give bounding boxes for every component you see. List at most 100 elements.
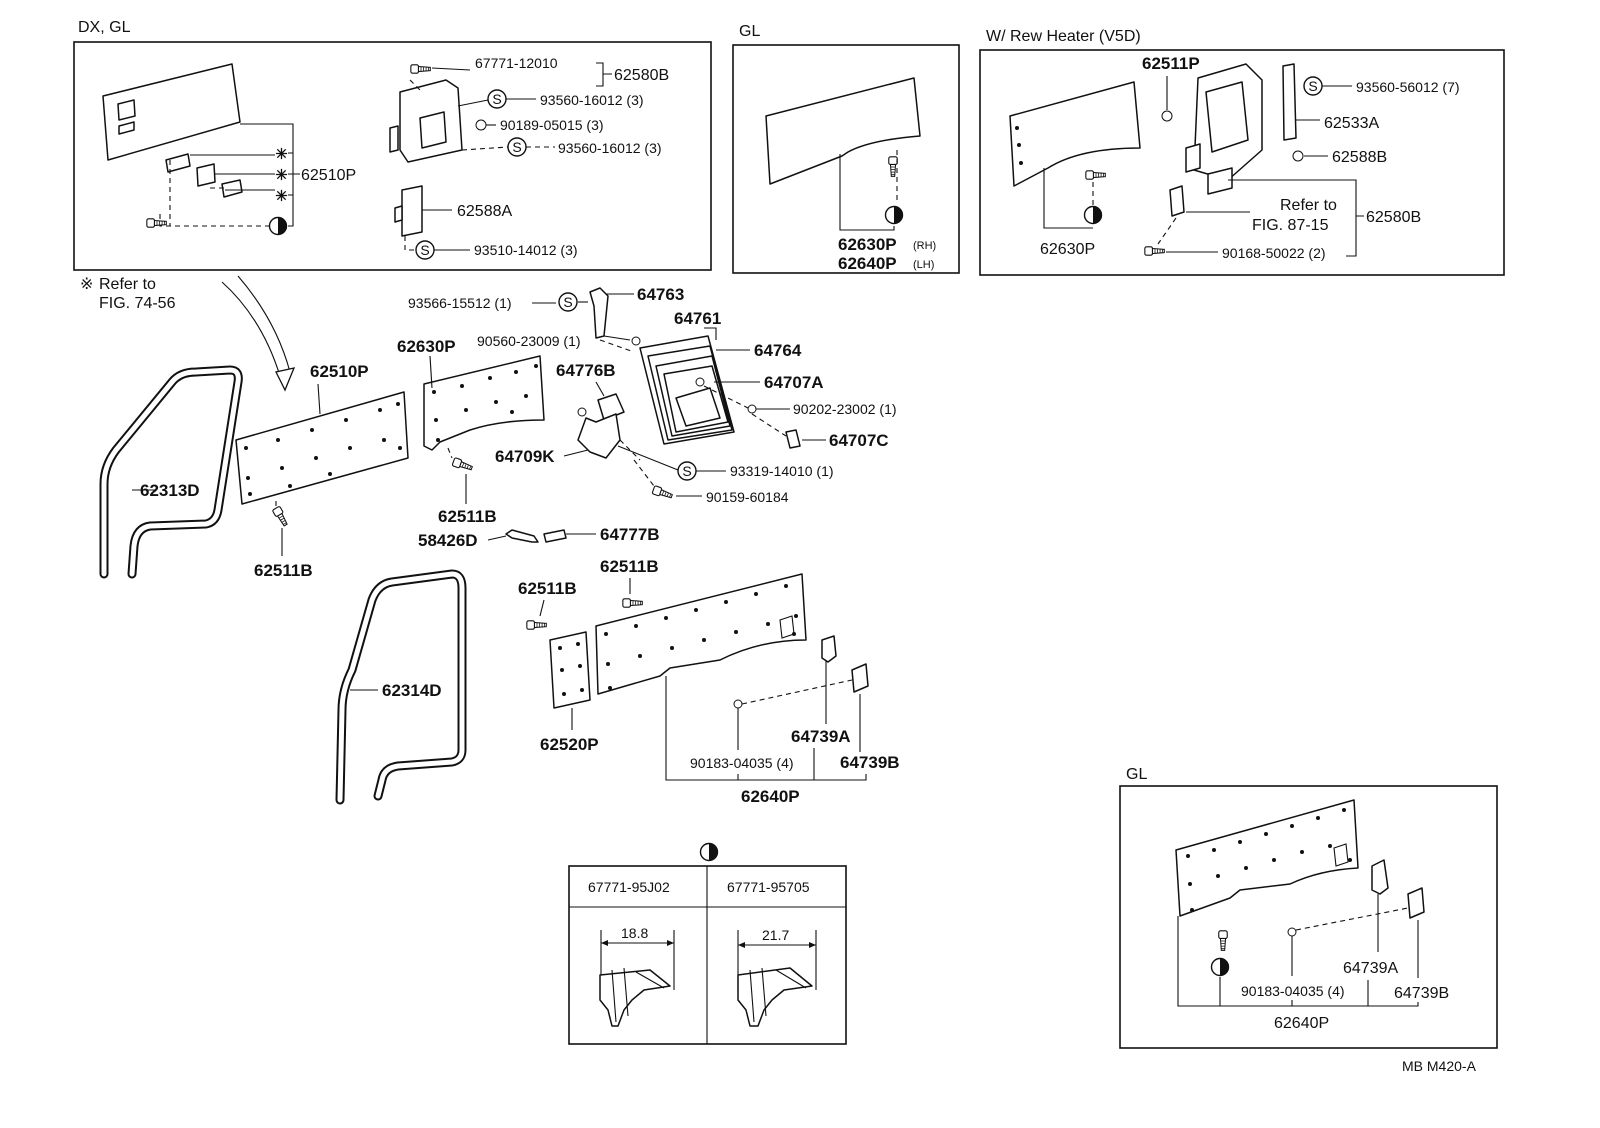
dx-bracket-screw-label: 93510-14012 (3) [474, 242, 578, 258]
gl-bottom-nut-icon [1287, 927, 1297, 937]
s-mark-main-2: S [682, 463, 691, 479]
table-col2-dim: 21.7 [762, 927, 789, 943]
gl-rh-label: 62630P [838, 235, 897, 254]
nut-c-icon [733, 699, 743, 709]
trim-board-62630p [423, 355, 545, 451]
bracket-62580b [596, 62, 612, 87]
gl-screw-icon [888, 156, 898, 177]
washer-icon [747, 404, 757, 414]
gl-bottom-opening [1333, 843, 1349, 867]
insert-3 [221, 179, 243, 198]
rew-side-bracket [1282, 63, 1297, 141]
board-62510p-holes [244, 402, 402, 496]
asterisk-icon-1 [275, 147, 288, 160]
rew-panel-label: 62511P [1142, 54, 1200, 73]
gl-top-frame [732, 44, 960, 274]
trim-board-shape [102, 63, 241, 161]
gl-hook-64739a-shape [1371, 859, 1389, 895]
board-62630p-holes [432, 364, 538, 442]
trim-board-62510p [235, 391, 409, 505]
note-arrow-head [275, 367, 296, 392]
bracket-tab [394, 205, 403, 223]
clip-d-label: 62511B [600, 557, 659, 576]
leader-62510p [317, 383, 321, 415]
rod-end-label: 64777B [600, 525, 660, 544]
control-window [419, 111, 447, 149]
cover-label: 64763 [637, 285, 684, 304]
rew-refer-line2: FIG. 87-15 [1252, 217, 1329, 234]
gl-nut-label: 90183-04035 (4) [1241, 983, 1345, 999]
dx-assembly-label: 62580B [614, 67, 669, 84]
insert-2 [196, 163, 216, 187]
rew-heater-section: W/ Rew Heater (V5D) 62630P 62511P S 9356… [979, 28, 1505, 276]
rew-board-label: 62630P [1040, 241, 1095, 258]
rew-heater-face [1205, 81, 1249, 153]
rew-heater-base [1207, 167, 1233, 195]
note-line2: FIG. 74-56 [99, 295, 176, 312]
boot-mid-label: 64764 [754, 341, 802, 360]
clip-62511b-icon-c [526, 620, 547, 630]
dx-screw1-label: 93560-16012 (3) [540, 92, 644, 108]
bracket-64776b-shape [597, 393, 625, 421]
bracket-washer-icon [577, 407, 587, 417]
rew-assembly-label: 62580B [1366, 209, 1421, 226]
gl-lh-label: 62640P [838, 254, 897, 273]
section-title-dx-gl: DX, GL [78, 19, 131, 36]
gl-leader [839, 154, 895, 231]
seal-rear-label: 62314D [382, 681, 442, 700]
asterisk-icon-2 [275, 168, 288, 181]
dx-clip-screw-label: 67771-12010 [475, 55, 558, 71]
rew-washer-icon [1161, 110, 1173, 122]
knob-label: 64707C [829, 431, 889, 450]
gl-bottom-screw-icon [1218, 930, 1228, 951]
table-col2-part: 67771-95705 [727, 879, 810, 895]
section-title-gl-top: GL [739, 23, 760, 40]
rew-bracket-label: 62533A [1324, 115, 1379, 132]
boot-inner-face [675, 387, 721, 427]
rod-label: 58426D [418, 531, 478, 550]
s-mark-icon-main-1 [558, 292, 578, 312]
gl-board-shape [765, 77, 921, 185]
leader-screw2 [461, 146, 555, 151]
leader-67771 [431, 67, 471, 71]
gl-hook-64739b-shape [1407, 887, 1425, 919]
dx-gl-section: DX, GL 62510P 67771-12010 62580B S 93560… [73, 19, 712, 271]
gl-bottom-half-circle-icon [1210, 957, 1230, 977]
gl-hook-a-label: 64739A [1343, 960, 1398, 977]
rew-assembly-bracket [1186, 179, 1364, 257]
note-arrow-line-1 [221, 281, 281, 377]
bolt-b-label: 90159-60184 [706, 489, 789, 505]
nut-icon [475, 119, 487, 131]
board-leader-lines [190, 123, 300, 227]
board-left-label: 62510P [310, 362, 369, 381]
rew-board-leader [1043, 168, 1093, 229]
s-mark-2: S [512, 139, 521, 155]
nut-c-label: 90183-04035 (4) [690, 755, 794, 771]
screw-a-label: 93566-15512 (1) [408, 295, 512, 311]
note-arrow-line-2 [237, 275, 291, 373]
clip-a-label: 62511B [254, 561, 313, 580]
bolt-b-icon [651, 484, 674, 501]
clip-screw-icon [146, 218, 167, 228]
s-mark-main-1: S [563, 294, 572, 310]
cover-64763-shape [589, 287, 609, 339]
rear-board-bracket [665, 676, 867, 781]
rew-board-shape [1009, 81, 1141, 187]
rew-bolt-icon [1144, 246, 1165, 256]
table-grid [569, 866, 846, 1044]
rod-end-64777b-shape [543, 529, 567, 543]
rear-board-label: 62640P [741, 787, 800, 806]
boot-outer-label: 64761 [674, 309, 721, 328]
section-title-rew-heater: W/ Rew Heater (V5D) [986, 28, 1141, 45]
gl-hook-b-label: 64739B [1394, 985, 1449, 1002]
gl-bottom-frame [1119, 785, 1498, 1049]
control-tab [389, 125, 399, 153]
leader-64761 [704, 327, 717, 340]
note-mark: ※ [80, 276, 93, 293]
board-openings [117, 99, 136, 135]
rew-clip-icon [1292, 150, 1304, 162]
rear-board-opening [779, 615, 795, 639]
note-line1: Refer to [99, 276, 156, 293]
refer-note: ※ Refer to FIG. 74-56 [80, 275, 296, 392]
